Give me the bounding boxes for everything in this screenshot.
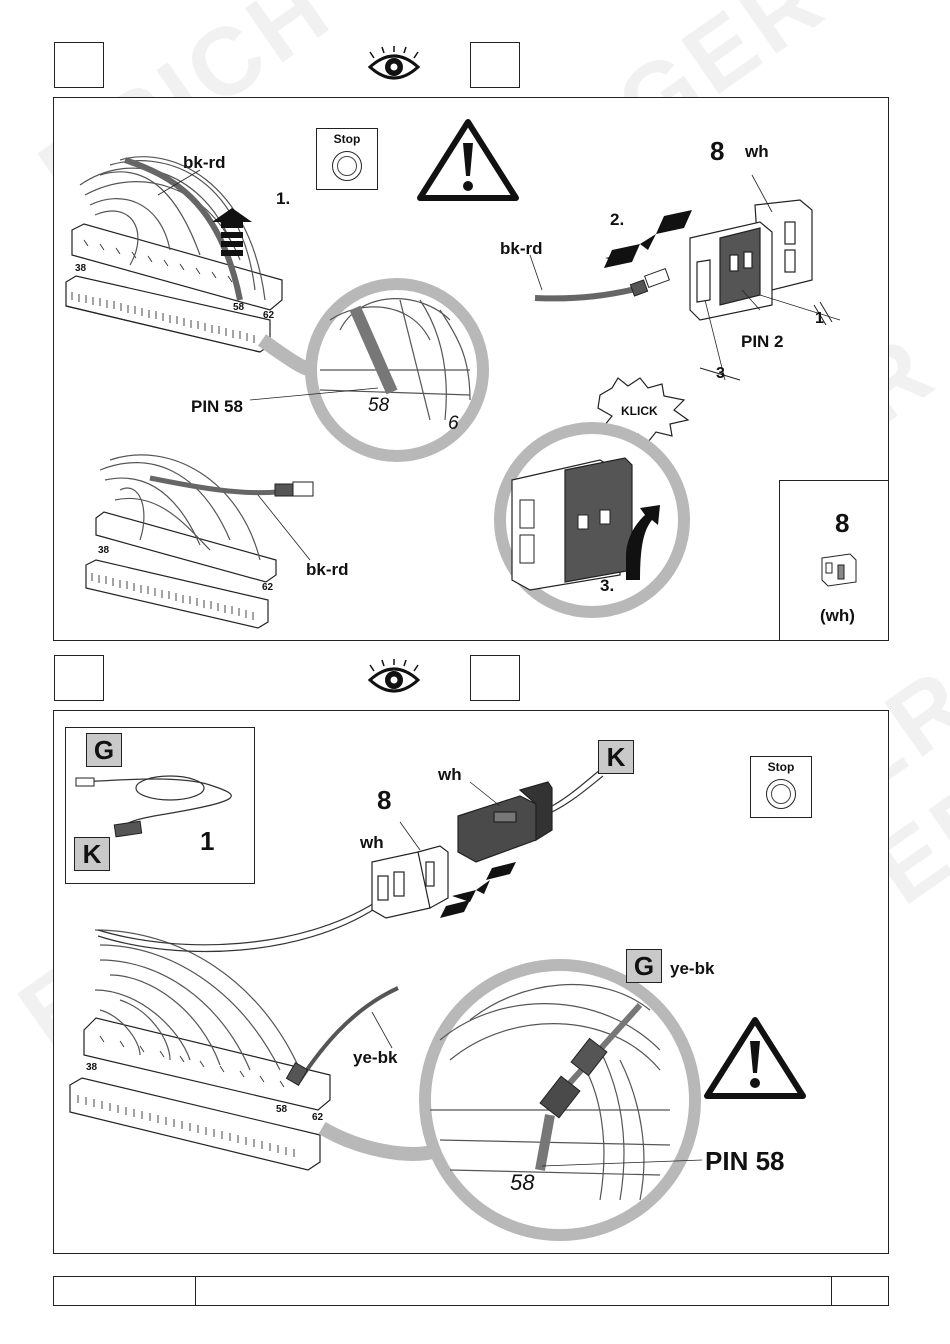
label-bk-rd: bk-rd [500,239,543,259]
part-g-terminal [76,778,94,786]
pin-terminal-lower-tip [293,482,313,496]
cable-to-connector [98,902,376,945]
tag-k: K [598,740,634,774]
insert-arrows-icon [440,862,516,918]
eye-icon [370,659,418,691]
stop-label: Stop [317,132,377,146]
terminal-label-38: 38 [98,545,109,556]
leader-line [470,782,500,806]
terminal-label-62: 62 [262,582,273,593]
label-8: 8 [710,136,724,167]
terminal-label-62: 62 [312,1112,323,1123]
label-ye-bk: ye-bk [670,959,714,979]
connector-k-dark [458,782,552,862]
part-k-connector [114,821,141,837]
cable-to-connector-2 [98,908,376,952]
zoom-circle-bottom [322,965,695,1235]
label-step-1: 1. [276,189,290,209]
connector-8-wh-bottom [372,846,448,918]
label-pin-58: PIN 58 [705,1146,785,1177]
pin-terminal [630,269,669,296]
wire-bk-rd-right [535,288,640,298]
label-wh: wh [745,142,769,162]
terminal-label-58: 58 [276,1104,287,1115]
zoom-circle-klick [500,428,684,612]
terminal-block-top [66,224,282,352]
label-ye-bk: ye-bk [353,1048,397,1068]
tag-g: G [86,733,122,767]
zoom-label-58: 58 [368,395,389,417]
stop-button-icon: Stop [316,128,378,190]
zoom-label-61: 6 [448,413,459,435]
label-pin-3-mark: 3 [716,365,725,383]
label-bk-rd: bk-rd [306,560,349,580]
terminal-block-bottom [70,1018,330,1170]
pin-terminal-lower [275,484,293,496]
label-pin-2: PIN 2 [741,332,784,352]
terminal-label-38: 38 [75,263,86,274]
label-wh: wh [360,833,384,853]
part-cable-drawing [80,776,231,830]
terminal-label-38: 38 [86,1062,97,1073]
leader-line [530,255,542,290]
stop-label: Stop [751,760,811,774]
leader-line [258,495,310,560]
warning-icon [707,1020,803,1096]
label-pin-1-mark: 1 [815,310,824,328]
label-step-2: 2. [610,210,624,230]
stop-button-icon: Stop [750,756,812,818]
label-step-3: 3. [600,576,614,596]
label-8: 8 [377,785,391,816]
label-bk-rd: bk-rd [183,153,226,173]
wire-bk-rd-lower [150,478,278,493]
leader-line [372,1012,392,1048]
leader-line [400,822,420,850]
part-quantity: 1 [200,826,214,857]
label-klick: KLICK [621,404,658,418]
cable-k-2 [552,776,603,812]
connector-8-wh-top [690,200,812,320]
label-pin-58: PIN 58 [191,397,243,417]
warning-icon [420,122,516,198]
eye-icon [370,46,418,78]
terminal-label-62: 62 [263,310,274,321]
terminal-label-58: 58 [233,302,244,313]
legend-connector-icon [822,554,856,586]
terminal-block-lower [86,512,276,628]
zoom-label-58: 58 [510,1170,534,1196]
cable-k [552,770,600,806]
tag-g: G [626,949,662,983]
tag-k: K [74,837,110,871]
legend-number: 8 [835,508,849,539]
legend-color: (wh) [820,606,855,626]
label-wh: wh [438,765,462,785]
